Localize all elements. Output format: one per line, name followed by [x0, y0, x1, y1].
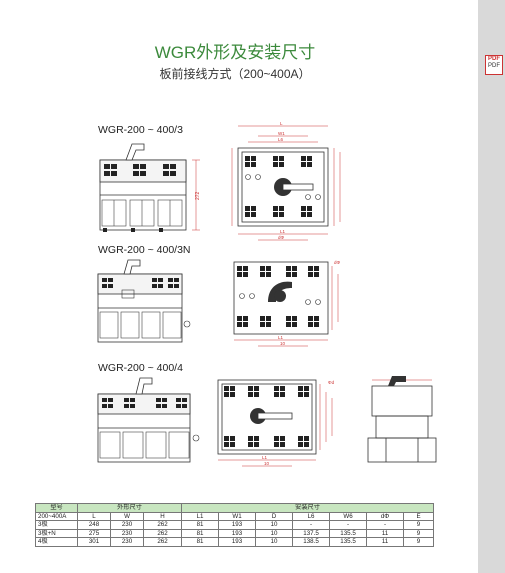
- col-header: L1: [181, 511, 220, 521]
- table-cell: 4极: [35, 537, 78, 547]
- dim-d: dΦ: [278, 235, 285, 240]
- dim2-L1: L1: [278, 335, 284, 340]
- table-cell: 193: [218, 528, 257, 538]
- table-cell: 138.5: [292, 537, 331, 547]
- table-cell: -: [366, 520, 405, 530]
- table-cell: 301: [77, 537, 111, 547]
- side-view-4p: 188: [367, 376, 437, 463]
- table-cell: 230: [110, 520, 144, 530]
- table-cell: 10: [255, 528, 294, 538]
- top-view-3p: L W1 L6 L1 dΦ: [231, 122, 341, 241]
- pdf-badge-top: PDF: [488, 56, 500, 62]
- table-cell: 248: [77, 520, 111, 530]
- dim-L1: L1: [280, 229, 286, 234]
- dim-W1: W1: [278, 131, 285, 136]
- table-cell: -: [329, 520, 368, 530]
- page-title: WGR外形及安装尺寸: [154, 43, 316, 62]
- table-cell: 262: [142, 520, 183, 530]
- header-install-dimensions: 安装尺寸: [181, 503, 435, 513]
- model-label-3p: WGR-200 ~ 400/3: [98, 124, 183, 136]
- table-row: 3极+N 275 230 262 81 193 10 137.5 135.5 1…: [35, 528, 435, 538]
- col-header: D: [255, 511, 294, 521]
- model-label-3pn: WGR-200 ~ 400/3N: [98, 244, 191, 256]
- col-header: W: [110, 511, 144, 521]
- pdf-file-icon[interactable]: PDF PDF: [485, 55, 503, 75]
- dim2-10: 10: [280, 341, 286, 346]
- table-cell: 3极: [35, 520, 78, 530]
- col-header: E: [403, 511, 435, 521]
- dim3-d: Φd: [328, 380, 335, 385]
- viewer-side-gutter: [478, 0, 505, 573]
- table-cell: 10: [255, 537, 294, 547]
- table-cell: 10: [255, 520, 294, 530]
- table-cell: 81: [181, 537, 220, 547]
- col-header: H: [142, 511, 183, 521]
- col-header: W6: [329, 511, 368, 521]
- table-cell: 137.5: [292, 528, 331, 538]
- col-header: 200~400A: [35, 511, 78, 521]
- pdf-badge-bottom: PDF: [488, 63, 500, 69]
- dim3-10: 10: [264, 461, 270, 466]
- header-model: 型号: [35, 503, 78, 513]
- col-header: dΦ: [366, 511, 405, 521]
- dim2-d: dΦ: [334, 260, 341, 265]
- table-cell: 262: [142, 537, 183, 547]
- table-cell: 275: [77, 528, 111, 538]
- table-cell: 135.5: [329, 537, 368, 547]
- page-subtitle: 板前接线方式（200~400A）: [159, 67, 311, 81]
- table-cell: 9: [403, 528, 435, 538]
- table-row: 4极 301 230 262 81 193 10 138.5 135.5 11 …: [35, 537, 435, 547]
- table-cell: 9: [403, 520, 435, 530]
- header-outer-dimensions: 外形尺寸: [76, 503, 183, 513]
- top-view-4p: Φd L1 10: [217, 379, 335, 467]
- col-header: L: [77, 511, 111, 521]
- table-row: 3极 248 230 262 81 193 10 - - - 9: [35, 520, 435, 530]
- col-header: W1: [218, 511, 257, 521]
- table-group-header-row: 型号 外形尺寸 安装尺寸: [35, 503, 435, 513]
- front-view-4p: [97, 377, 200, 463]
- table-cell: 11: [366, 528, 405, 538]
- table-cell: 135.5: [329, 528, 368, 538]
- table-column-header-row: 200~400A L W H L1 W1 D L6 W6 dΦ E: [35, 511, 435, 521]
- front-view-3p: 272: [99, 143, 201, 232]
- table-cell: 81: [181, 528, 220, 538]
- dim3-L1: L1: [262, 455, 268, 460]
- table-cell: -: [292, 520, 331, 530]
- table-cell: 262: [142, 528, 183, 538]
- table-cell: 193: [218, 520, 257, 530]
- table-cell: 81: [181, 520, 220, 530]
- table-cell: 11: [366, 537, 405, 547]
- dim-height-272: 272: [195, 191, 201, 200]
- dim-L6: L6: [278, 137, 284, 142]
- dim-L: L: [280, 122, 283, 126]
- table-cell: 3极+N: [35, 528, 78, 538]
- front-view-3pn: [97, 259, 191, 343]
- top-view-3pn: dΦ L1 10: [233, 260, 341, 347]
- model-label-4p: WGR-200 ~ 400/4: [98, 362, 183, 374]
- table-cell: 193: [218, 537, 257, 547]
- table-cell: 230: [110, 528, 144, 538]
- col-header: L6: [292, 511, 331, 521]
- dimension-table: 型号 外形尺寸 安装尺寸 200~400A L W H L1 W1 D L6 W…: [35, 503, 435, 547]
- document-page: WGR外形及安装尺寸 板前接线方式（200~400A） WGR-200 ~ 40…: [35, 43, 437, 547]
- table-cell: 9: [403, 537, 435, 547]
- table-cell: 230: [110, 537, 144, 547]
